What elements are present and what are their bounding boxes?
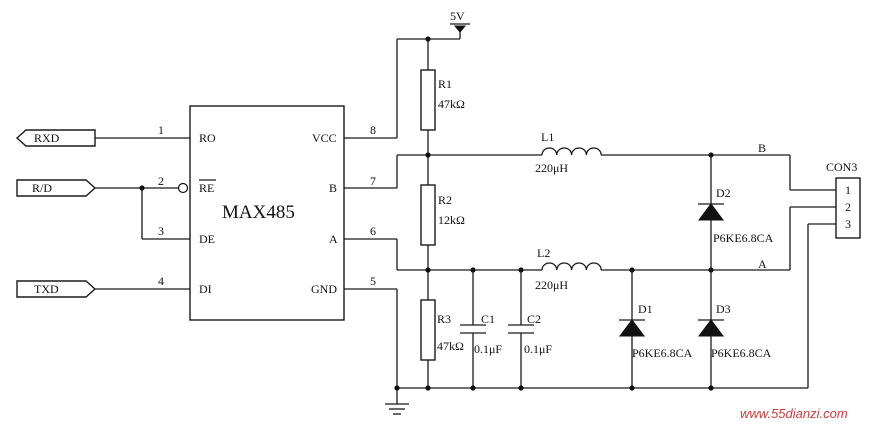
connector-pin-1: 1 [845, 183, 851, 197]
port-rd-label: R/D [32, 181, 52, 195]
pin-num-6: 6 [370, 224, 376, 238]
max485-chip: MAX485 RO RE DE DI VCC B A GND 1 2 3 4 8… [158, 105, 376, 321]
r2-ref: R2 [438, 193, 452, 207]
d2-value: P6KE6.8CA [713, 231, 774, 245]
pin-name-de: DE [199, 232, 215, 246]
c2-ref: C2 [527, 312, 541, 326]
port-txd-shape [16, 280, 97, 298]
connector-body [835, 177, 861, 239]
d3-ref: D3 [716, 302, 731, 316]
resistor-r3: R3 47kΩ [420, 270, 464, 388]
pin-num-5: 5 [370, 274, 376, 288]
capacitor-c2: C2 0.1μF [508, 270, 552, 388]
r2-value: 12kΩ [438, 213, 465, 227]
c2-value: 0.1μF [524, 342, 552, 356]
pin-name-a: A [329, 232, 338, 246]
left-wires [95, 137, 190, 290]
d1-value: P6KE6.8CA [632, 346, 693, 360]
r3-value: 47kΩ [437, 339, 464, 353]
pin-name-gnd: GND [311, 282, 337, 296]
pin-name-re: RE [199, 181, 214, 195]
diode-d1: D1 P6KE6.8CA [619, 270, 693, 388]
re-inversion-bubble [177, 182, 189, 194]
r1-value: 47kΩ [438, 97, 465, 111]
r1-ref: R1 [438, 77, 452, 91]
resistor-r2: R2 12kΩ [420, 155, 465, 270]
chip-body [189, 105, 345, 321]
pin-num-4: 4 [158, 274, 164, 288]
supply-label: 5V [450, 9, 465, 23]
diode-d2: D2 P6KE6.8CA [698, 155, 774, 270]
connector-con3: CON3 1 2 3 [826, 160, 861, 239]
d1-ref: D1 [638, 302, 653, 316]
pin-num-1: 1 [158, 123, 164, 137]
junction-dot [708, 385, 714, 391]
port-rd-shape [16, 179, 97, 197]
pin-name-b: B [329, 181, 337, 195]
port-txd: TXD [16, 280, 97, 298]
connector-pin-3: 3 [845, 217, 851, 231]
l1-value: 220μH [535, 161, 568, 175]
junction-dot [518, 385, 524, 391]
connector-pin-2: 2 [845, 200, 851, 214]
inductor-l1: L1 220μH [535, 130, 602, 175]
pin-num-7: 7 [370, 174, 376, 188]
pin-name-vcc: VCC [312, 131, 337, 145]
port-rxd-label: RXD [34, 131, 60, 145]
junction-dot [425, 385, 431, 391]
port-txd-label: TXD [34, 282, 59, 296]
junction-dot [629, 385, 635, 391]
inductor-l2: L2 220μH [535, 246, 602, 292]
c1-ref: C1 [481, 312, 495, 326]
l2-value: 220μH [535, 278, 568, 292]
l1-ref: L1 [541, 130, 554, 144]
net-b-label: B [758, 141, 766, 155]
d3-value: P6KE6.8CA [711, 346, 772, 360]
l2-ref: L2 [537, 246, 550, 260]
d2-ref: D2 [716, 186, 731, 200]
pin-num-8: 8 [370, 123, 376, 137]
r3-ref: R3 [437, 312, 451, 326]
port-rxd: RXD [15, 129, 96, 147]
capacitor-c1: C1 0.1μF [460, 270, 502, 388]
port-rd: R/D [16, 179, 97, 197]
resistor-r1: R1 47kΩ [420, 39, 465, 155]
supply-arrow [453, 25, 467, 33]
connector-ref: CON3 [826, 160, 857, 174]
chip-name: MAX485 [222, 202, 295, 223]
c1-value: 0.1μF [474, 342, 502, 356]
pin-name-di: DI [199, 282, 212, 296]
ground-rail [344, 223, 836, 415]
watermark: www.55dianzi.com [740, 406, 848, 421]
junction-dot [470, 385, 476, 391]
pin-num-2: 2 [158, 174, 164, 188]
pin-num-3: 3 [158, 224, 164, 238]
pin-name-ro: RO [199, 131, 216, 145]
junction-dot [425, 152, 431, 158]
diode-d3: D3 P6KE6.8CA [698, 270, 772, 388]
junction-dot [425, 267, 431, 273]
power-5v: 5V [344, 9, 470, 139]
net-a-label: A [758, 257, 767, 271]
net-b: B [344, 141, 836, 191]
